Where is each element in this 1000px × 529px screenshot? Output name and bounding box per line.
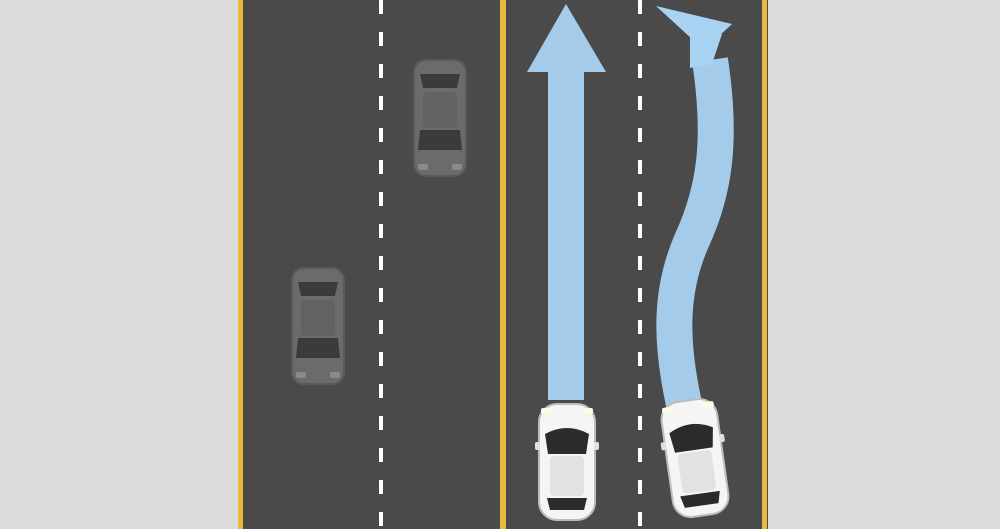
car-straight [534, 403, 600, 521]
oncoming-car-near [291, 267, 345, 385]
weaving-path-arrow [656, 6, 734, 408]
left-road-edge-line [238, 0, 243, 529]
right-road-edge-line [762, 0, 767, 529]
straight-path-arrow [527, 4, 606, 400]
center-divider-line [500, 0, 506, 529]
oncoming-car-far [413, 59, 467, 177]
